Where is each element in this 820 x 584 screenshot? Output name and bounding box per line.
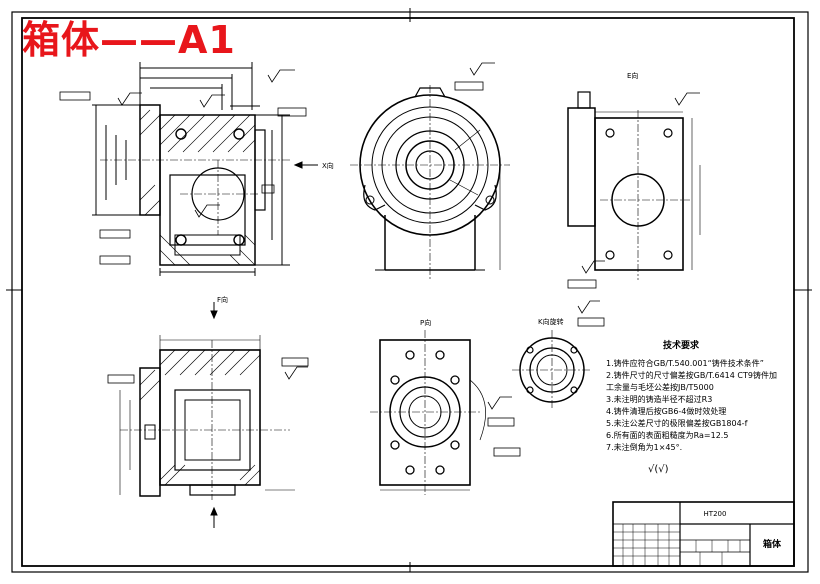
tech-item: 工余量与毛坯公差按JB/T5000 <box>606 383 714 392</box>
tech-item: 5.未注公差尺寸的极限偏差按GB1804-f <box>606 419 748 428</box>
tech-item: 4.铸件清理后按GB6-4做时效处理 <box>606 407 727 416</box>
technical-requirements-heading: 技术要求 <box>662 341 699 351</box>
p-view <box>370 330 521 495</box>
part-name-label: 箱体 <box>763 538 782 550</box>
k-view-label: K向旋转 <box>538 317 564 326</box>
f-view-label: F向 <box>217 295 228 304</box>
tech-item: 3.未注明的铸造半径不超过R3 <box>606 395 713 404</box>
x-view-label: X向 <box>322 161 334 170</box>
tech-item: 7.未注倒角为1×45°. <box>606 443 683 452</box>
tech-item: 1.铸件应符合GB/T.540.001“铸件技术条件” <box>606 359 764 368</box>
main-section-view <box>59 62 318 276</box>
sheet-frame <box>6 8 812 573</box>
p-view-label: P向 <box>420 318 431 327</box>
material-label: HT200 <box>704 510 727 518</box>
drawing-title-banner: 箱体——A1 <box>22 18 236 62</box>
tech-item: 2.铸件尺寸的尺寸偏差按GB/T.6414 CT9铸件加 <box>606 371 777 380</box>
technical-requirements: 技术要求 1.铸件应符合GB/T.540.001“铸件技术条件” 2.铸件尺寸的… <box>606 340 796 476</box>
title-block <box>612 501 795 567</box>
k-rotated-view <box>512 300 605 410</box>
side-view <box>567 91 701 289</box>
f-section-view <box>107 302 309 528</box>
e-view-label: E向 <box>627 71 638 80</box>
front-circular-view <box>350 62 510 280</box>
tech-item: 6.所有面的表面粗糙度为Ra=12.5 <box>606 431 729 440</box>
surface-finish-mark: √(√) <box>648 464 669 475</box>
